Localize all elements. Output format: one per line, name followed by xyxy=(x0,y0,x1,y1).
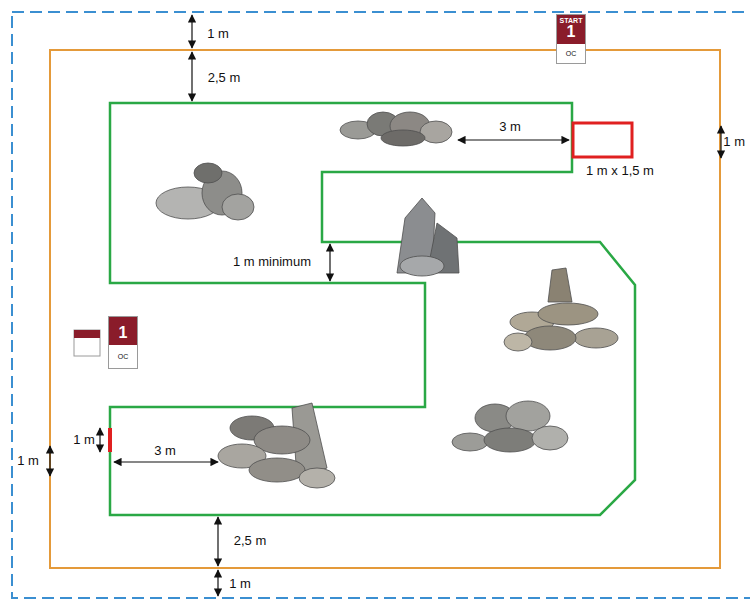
dimension-label: 2,5 m xyxy=(207,71,242,85)
dimension-label: 2,5 m xyxy=(233,534,268,548)
dimension-label: 1 m xyxy=(16,454,40,468)
outer-boundary xyxy=(12,12,750,598)
sign-text: OC xyxy=(557,44,585,63)
dimension-label: 1 m xyxy=(72,433,96,447)
sign-text: 1 xyxy=(109,317,137,345)
dimension-label: 1 m x 1,5 m xyxy=(585,164,655,178)
small-sign xyxy=(74,330,100,356)
dimension-label: 1 m xyxy=(228,577,252,591)
rock-piles xyxy=(156,112,618,488)
area-boundary xyxy=(50,50,720,568)
sign-board: START1OC xyxy=(556,14,586,64)
sign-text: OC xyxy=(109,345,137,368)
sign-text: START xyxy=(557,15,585,24)
dimension-arrows xyxy=(50,15,721,596)
start-box xyxy=(573,123,632,157)
finish-line xyxy=(108,428,112,452)
dimension-label: 3 m xyxy=(153,444,177,458)
dimension-label: 1 m xyxy=(722,135,746,149)
dimension-label: 1 m minimum xyxy=(232,255,312,269)
dimension-label: 3 m xyxy=(498,120,522,134)
dimension-label: 1 m xyxy=(206,27,230,41)
sign-text: 1 xyxy=(557,24,585,44)
sign-board: 1OC xyxy=(108,316,138,369)
course-path xyxy=(110,103,635,515)
